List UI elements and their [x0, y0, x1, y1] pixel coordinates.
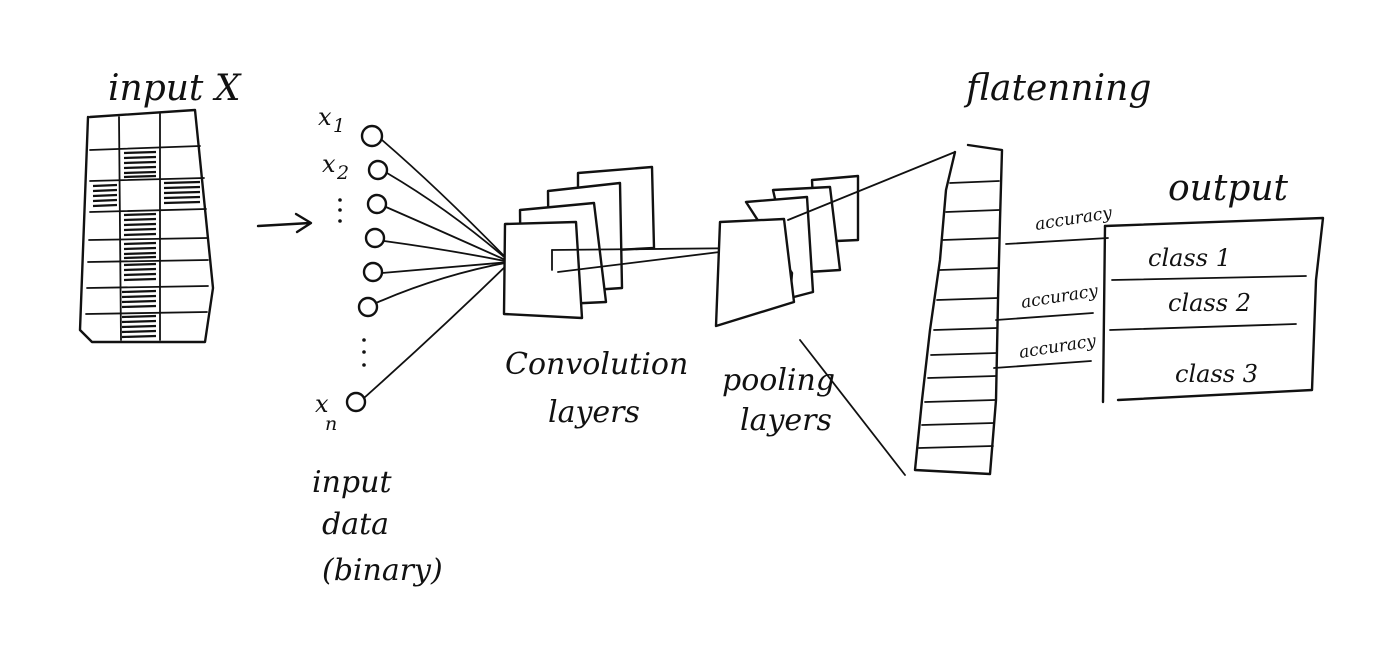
filled-cell	[121, 314, 157, 339]
accuracy-label-1: accuracy	[1034, 203, 1114, 235]
neuron	[367, 159, 389, 181]
input-grid	[78, 108, 215, 344]
input-data-caption-line3: (binary)	[322, 553, 443, 588]
filled-cell	[123, 212, 157, 237]
var-x1: x	[318, 103, 332, 131]
filled-cell	[123, 241, 157, 260]
var-x2-subscript: 2	[336, 162, 349, 184]
arrow-right-icon	[256, 212, 313, 234]
output-table	[1101, 216, 1325, 404]
pooling-label-line1: pooling	[722, 363, 835, 398]
convolution-label-line2: layers	[548, 395, 640, 430]
accuracy-label-3: accuracy	[1018, 331, 1098, 363]
neuron	[362, 261, 384, 283]
accuracy-link-2	[995, 312, 1094, 321]
neuron	[366, 193, 388, 215]
pooling-label-line2: layers	[740, 403, 832, 438]
filled-cell	[123, 262, 157, 282]
var-x2: x	[322, 150, 336, 178]
input-data-caption-line2: data	[322, 507, 389, 542]
filled-cell	[121, 289, 157, 309]
pooling-layers	[714, 174, 860, 328]
output-title: output	[1168, 168, 1289, 209]
var-xn: x	[315, 390, 329, 418]
flattening-vector	[913, 143, 1004, 476]
filled-cell	[92, 183, 118, 208]
neuron-connections	[363, 139, 511, 399]
neuron	[357, 296, 379, 318]
output-class-2: class 2	[1168, 289, 1251, 317]
input-neurons	[338, 124, 389, 413]
filled-cell	[163, 180, 201, 205]
output-class-1: class 1	[1148, 244, 1231, 272]
accuracy-label-2: accuracy	[1020, 281, 1100, 313]
neuron	[364, 227, 386, 249]
input-grid-title: input X	[108, 68, 242, 109]
convolution-layers	[502, 165, 656, 320]
accuracy-link-1	[1005, 237, 1109, 245]
output-class-3: class 3	[1175, 360, 1258, 388]
accuracy-link-3	[993, 360, 1092, 369]
input-data-caption-line1: input	[312, 465, 392, 500]
pool-flatten-connector	[787, 151, 956, 221]
var-x1-subscript: 1	[333, 115, 345, 137]
pool-flatten-connector	[799, 339, 906, 476]
convolution-label-line1: Convolution	[505, 347, 688, 382]
neuron	[360, 124, 384, 148]
filled-cell	[123, 150, 157, 179]
neuron	[345, 391, 367, 413]
flattening-label: flatenning	[963, 68, 1151, 109]
var-xn-subscript: n	[325, 413, 337, 435]
